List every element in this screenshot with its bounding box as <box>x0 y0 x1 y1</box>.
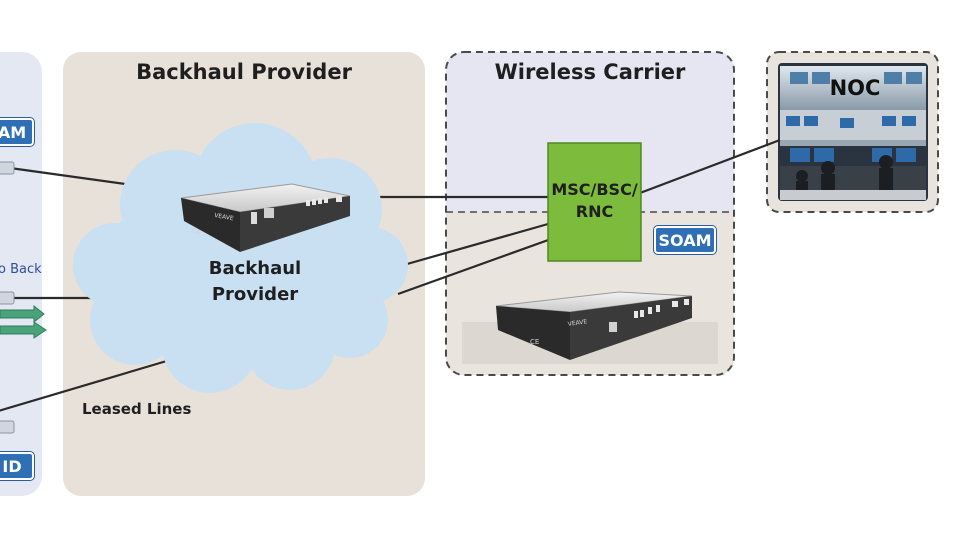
noc-title: NOC <box>829 76 881 100</box>
controller-label-line1: MSC/BSC/ <box>551 180 638 199</box>
backhaul-provider-title: Backhaul Provider <box>136 60 352 84</box>
link-controller-noc <box>639 138 781 195</box>
leased-lines-label: Leased Lines <box>82 400 192 418</box>
device-mark-label: CE <box>190 226 202 237</box>
backhaul-cloud <box>73 123 408 393</box>
cloud-label-line2: Provider <box>211 284 299 305</box>
id-badge-left: ID <box>0 452 34 480</box>
soam-badge-right: SOAM <box>654 226 716 254</box>
carrier-device <box>495 291 693 360</box>
backhaul-device <box>180 183 351 252</box>
loopback-arrows <box>0 304 47 339</box>
left-device-bottom <box>0 420 15 434</box>
noc-box <box>766 51 939 213</box>
link-cloud-device <box>397 232 566 296</box>
links <box>0 138 781 412</box>
controller-label-line2: RNC <box>575 202 614 221</box>
soam-badge-left: AM <box>0 118 34 146</box>
device-brand-label: VEAVE <box>214 212 235 222</box>
msc-bsc-rnc-box <box>547 142 642 262</box>
link-leased-lines <box>0 358 171 412</box>
link-cloud-controller-2 <box>399 222 549 268</box>
carrier-device-brand-label: VEAVE <box>567 318 588 328</box>
left-device-mid <box>0 291 15 305</box>
wireless-carrier-title: Wireless Carrier <box>494 60 686 84</box>
cloud-label-line1: Backhaul <box>208 258 302 279</box>
left-site-devices <box>0 161 15 434</box>
carrier-device-mark-label: CE <box>530 338 539 346</box>
loop-back-label: o Back <box>0 262 42 277</box>
link-left-top <box>9 166 141 188</box>
left-device-top <box>0 161 15 175</box>
